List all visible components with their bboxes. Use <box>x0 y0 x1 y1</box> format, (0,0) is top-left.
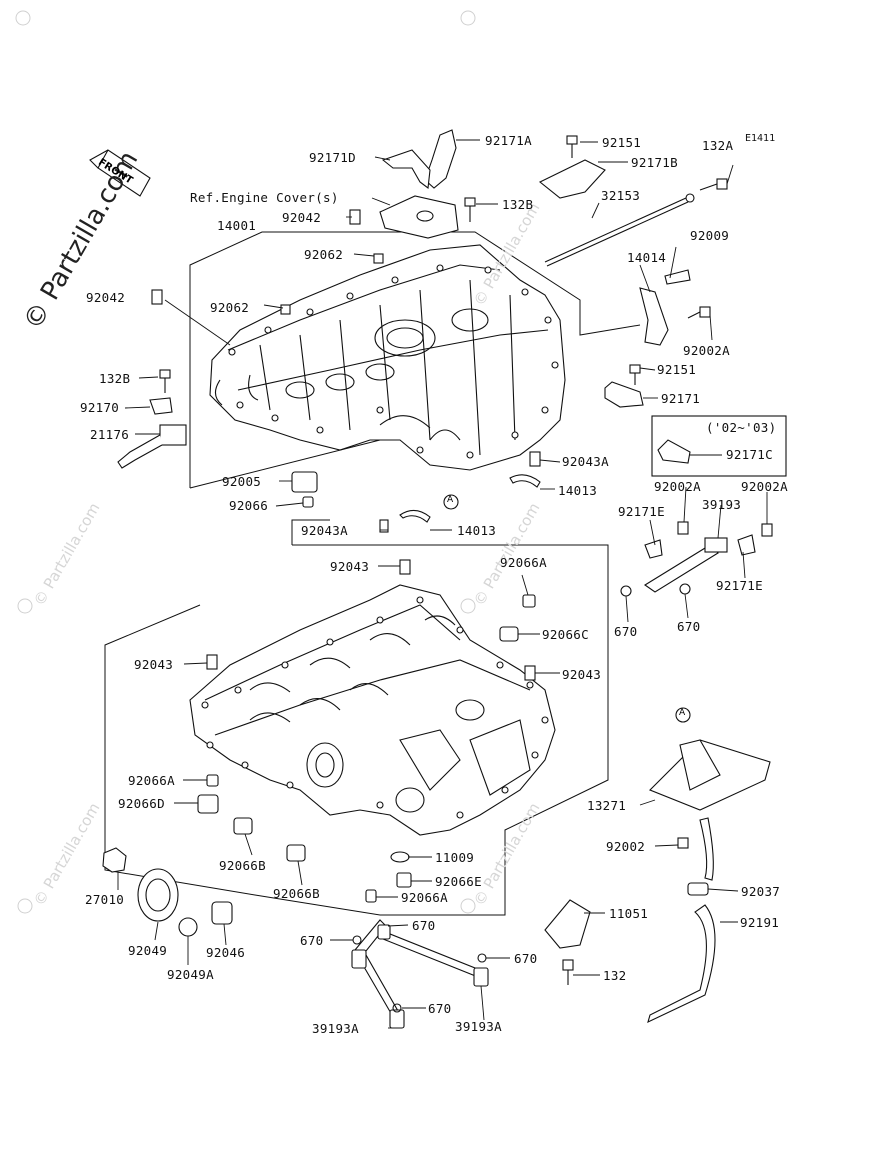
part-label[interactable]: 132A <box>702 138 734 153</box>
part-label[interactable]: 92062 <box>304 247 344 262</box>
part-label[interactable]: 92037 <box>741 884 781 899</box>
part-label[interactable]: 92066B <box>273 886 320 901</box>
part-label[interactable]: 92151 <box>602 135 642 150</box>
part-label[interactable]: 39193A <box>312 1021 359 1036</box>
upper-crankcase <box>209 244 566 471</box>
part-label[interactable]: 27010 <box>85 892 125 907</box>
upper-case-frame <box>189 231 641 488</box>
part-label[interactable]: 92046 <box>206 945 246 960</box>
part-label[interactable]: 92171E <box>716 578 763 593</box>
part-label[interactable]: 670 <box>412 918 436 933</box>
part-label[interactable]: 92002 <box>606 839 646 854</box>
part-label[interactable]: 92066A <box>401 890 448 905</box>
ref-engine-cover-note: Ref.Engine Cover(s) <box>190 190 339 205</box>
part-label[interactable]: 92066D <box>118 796 165 811</box>
part-label[interactable]: 92171E <box>618 504 665 519</box>
part-label[interactable]: 132B <box>99 371 131 386</box>
part-label[interactable]: 11051 <box>609 906 649 921</box>
part-label[interactable]: 92066E <box>435 874 482 889</box>
part-label[interactable]: 92171C <box>726 447 773 462</box>
part-label[interactable]: 21176 <box>90 427 130 442</box>
part-label[interactable]: 92005 <box>222 474 262 489</box>
part-label[interactable]: 670 <box>677 619 701 634</box>
part-label[interactable]: 39193A <box>455 1019 502 1034</box>
part-label[interactable]: 92009 <box>690 228 730 243</box>
part-label[interactable]: 92171 <box>661 391 701 406</box>
part-label[interactable]: 92043 <box>330 559 370 574</box>
part-label[interactable]: 92042 <box>86 290 126 305</box>
lower-case-frame <box>104 544 609 916</box>
part-label[interactable]: 92043 <box>562 667 602 682</box>
part-label[interactable]: 132 <box>603 968 627 983</box>
part-label[interactable]: 14013 <box>457 523 497 538</box>
part-label[interactable]: 92043A <box>562 454 609 469</box>
part-label[interactable]: 92002A <box>741 479 788 494</box>
part-label[interactable]: 39193 <box>702 497 742 512</box>
callout-a: A <box>679 708 686 718</box>
part-label[interactable]: 670 <box>300 933 324 948</box>
part-label[interactable]: 14014 <box>627 250 667 265</box>
part-label[interactable]: 92043 <box>134 657 174 672</box>
part-label[interactable]: 92170 <box>80 400 120 415</box>
callout-a: A <box>447 495 454 505</box>
part-label[interactable]: 92171D <box>309 150 356 165</box>
leader-lines <box>117 139 768 1029</box>
part-label[interactable]: 92151 <box>657 362 697 377</box>
part-label[interactable]: 670 <box>428 1001 452 1016</box>
part-label[interactable]: 92042 <box>282 210 322 225</box>
part-label[interactable]: 92049 <box>128 943 168 958</box>
part-label[interactable]: 670 <box>614 624 638 639</box>
part-label[interactable]: 92066C <box>542 627 589 642</box>
part-label[interactable]: 14001 <box>217 218 257 233</box>
part-label[interactable]: 132B <box>502 197 534 212</box>
part-label[interactable]: 92191 <box>740 915 780 930</box>
part-label[interactable]: 670 <box>514 951 538 966</box>
small-parts <box>89 129 787 1029</box>
part-label[interactable]: 92066A <box>128 773 175 788</box>
part-label[interactable]: 13271 <box>587 798 627 813</box>
part-label[interactable]: 92171A <box>485 133 532 148</box>
part-label[interactable]: 92171B <box>631 155 678 170</box>
part-label[interactable]: 92062 <box>210 300 250 315</box>
part-label[interactable]: 14013 <box>558 483 598 498</box>
part-label[interactable]: 11009 <box>435 850 475 865</box>
part-label[interactable]: 32153 <box>601 188 641 203</box>
part-label[interactable]: 92066B <box>219 858 266 873</box>
model-years-note: ('02~'03) <box>706 420 777 435</box>
part-label[interactable]: 92002A <box>683 343 730 358</box>
part-label[interactable]: 92066 <box>229 498 269 513</box>
part-label[interactable]: 92066A <box>500 555 547 570</box>
diagram-code: E1411 <box>745 133 776 144</box>
lower-crankcase <box>189 584 556 836</box>
part-label[interactable]: 92049A <box>167 967 214 982</box>
part-label[interactable]: 92002A <box>654 479 701 494</box>
part-label[interactable]: 92043A <box>301 523 348 538</box>
